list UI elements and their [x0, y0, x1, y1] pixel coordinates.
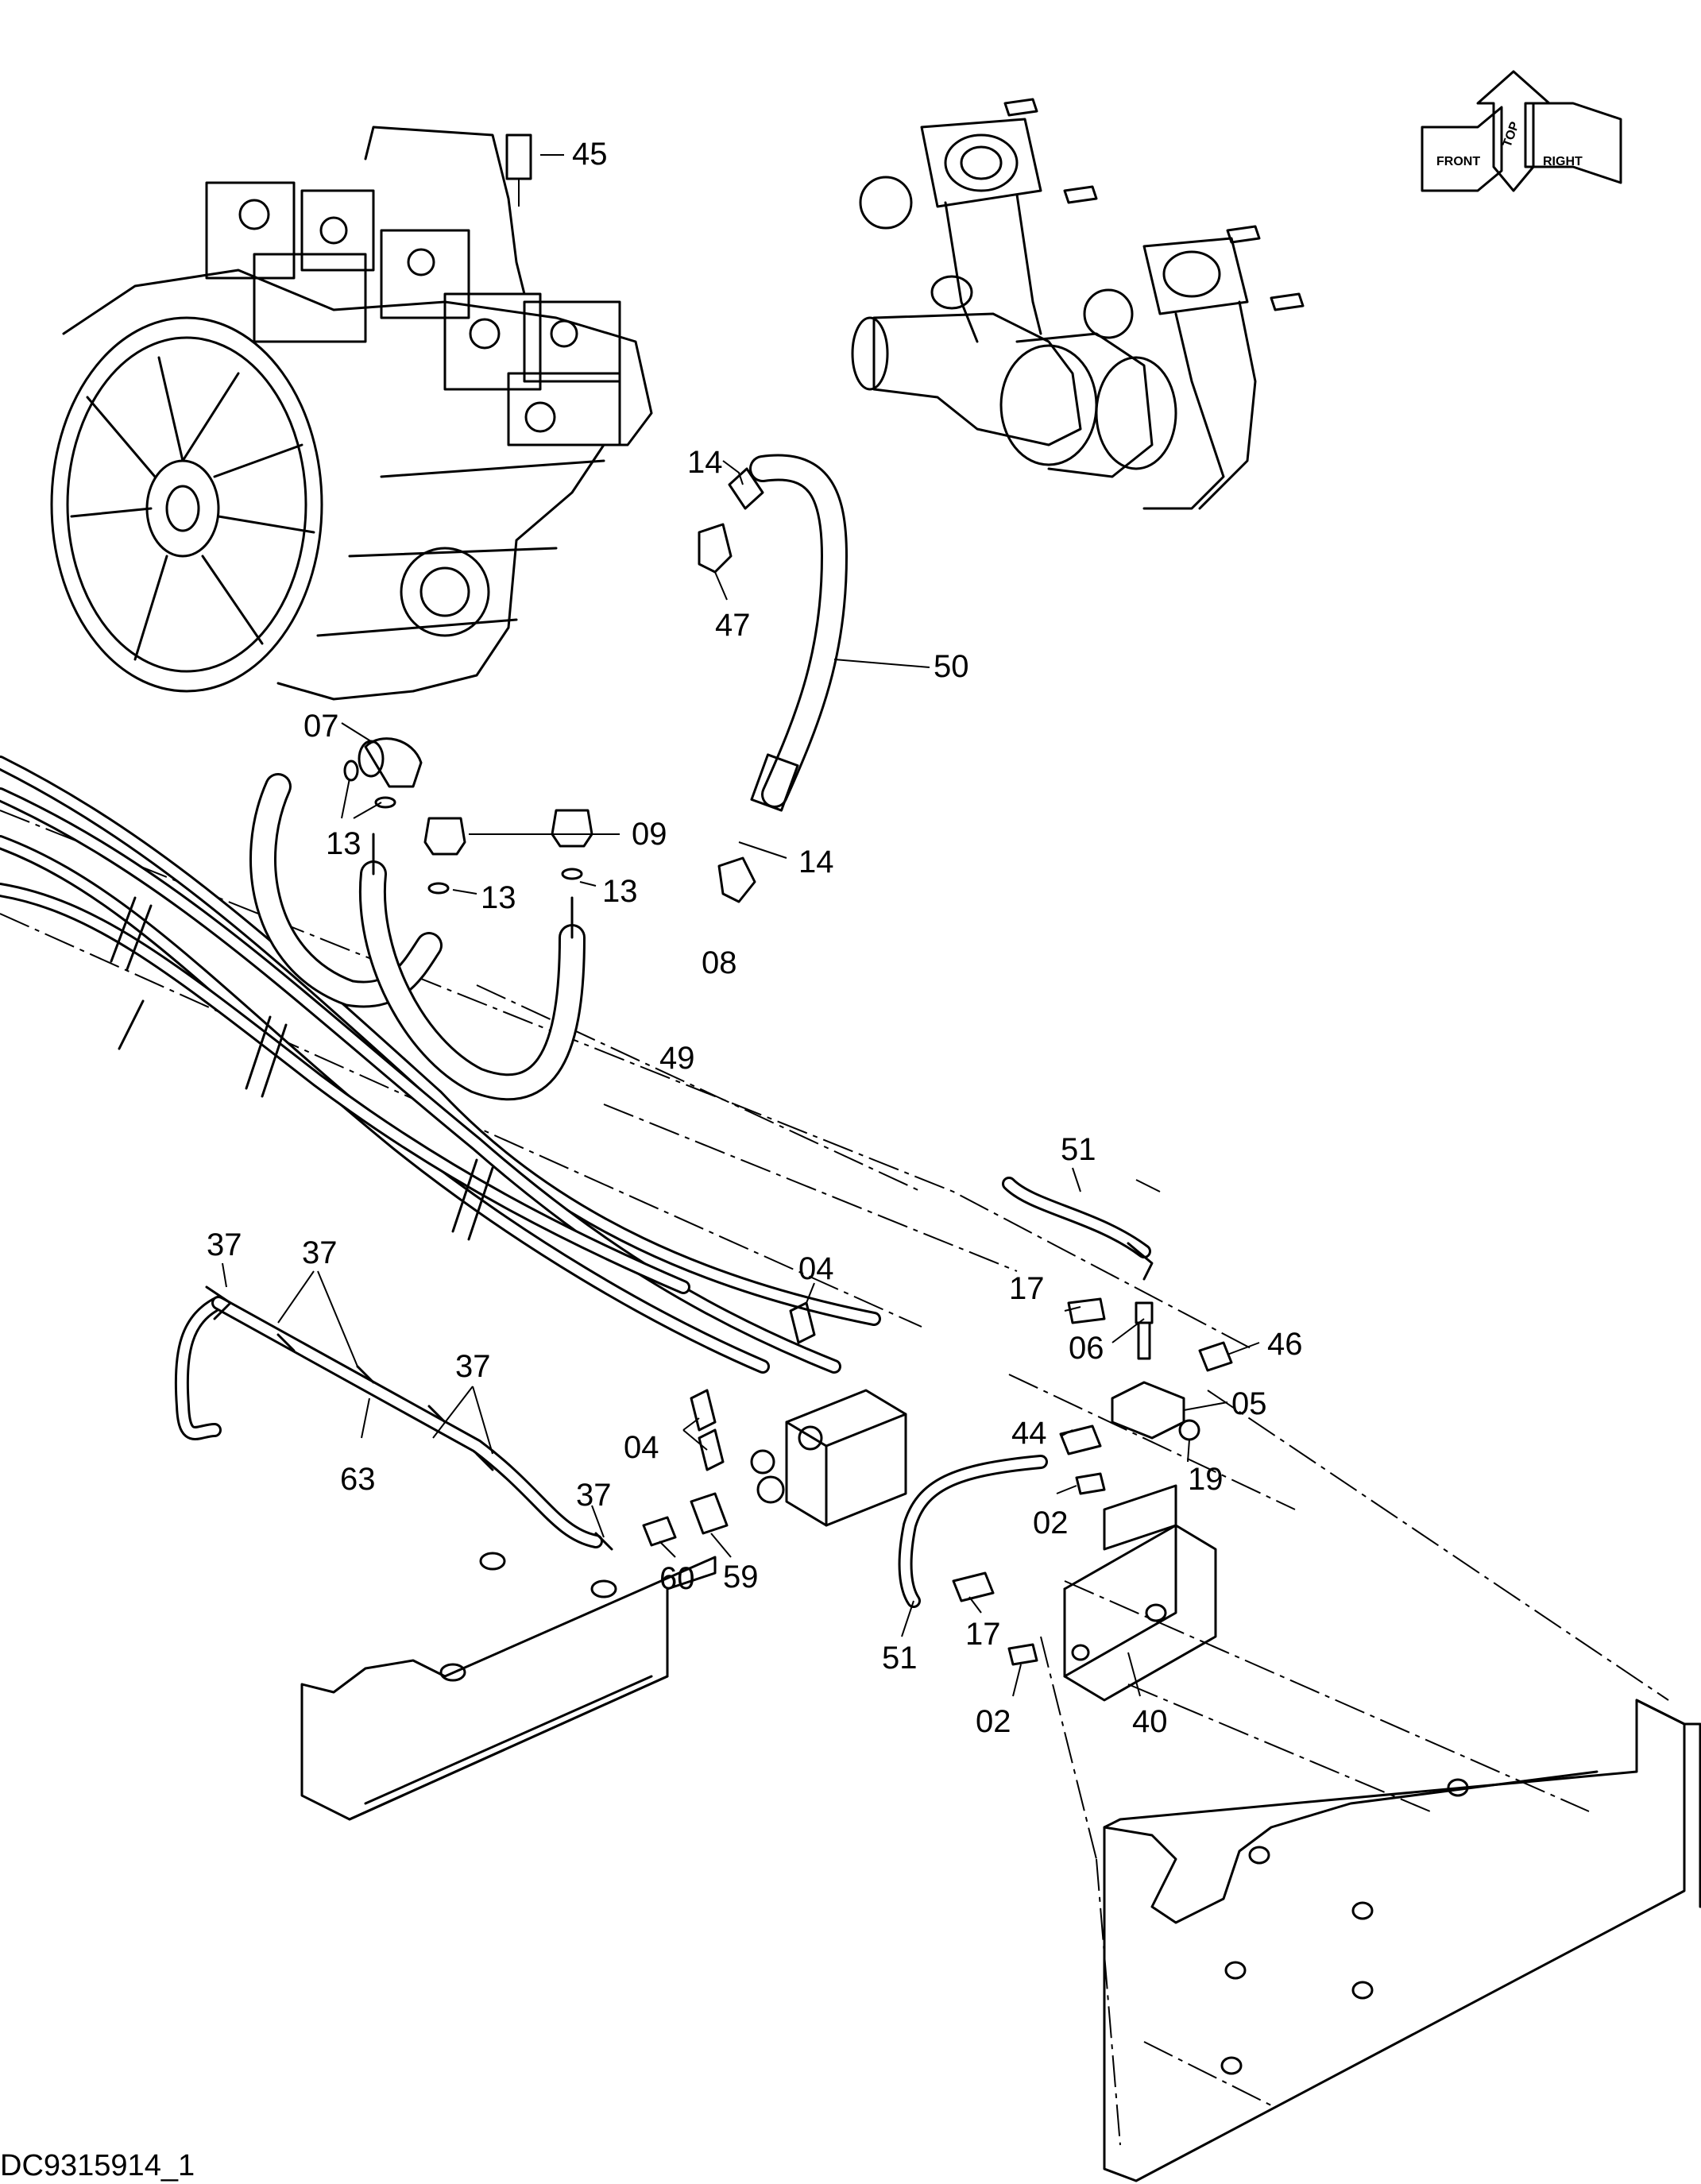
callout-60: 60	[659, 1561, 695, 1596]
orientation-indicator: FRONT TOP RIGHT	[1421, 70, 1622, 192]
callout-02: 02	[1033, 1506, 1069, 1540]
callout-47: 47	[715, 608, 751, 643]
callout-46: 46	[1267, 1327, 1303, 1362]
callout-49: 49	[659, 1041, 695, 1076]
hose-51-lower	[898, 1455, 1048, 1608]
callout-13: 13	[602, 874, 638, 909]
callout-13: 13	[326, 826, 361, 861]
right-label: RIGHT	[1543, 155, 1583, 168]
callout-17: 17	[1009, 1271, 1045, 1306]
callout-37: 37	[576, 1478, 612, 1513]
callout-14: 14	[687, 445, 723, 480]
selector-valve	[750, 1389, 907, 1527]
callout-13: 13	[481, 880, 516, 915]
callout-51: 51	[882, 1641, 918, 1676]
callout-51: 51	[1061, 1132, 1096, 1167]
callout-05: 05	[1231, 1386, 1267, 1421]
hose-49	[249, 773, 586, 1101]
callout-40: 40	[1132, 1704, 1168, 1739]
suction-pipe-assembly	[851, 98, 1305, 510]
hose-50	[749, 454, 849, 812]
fittings	[343, 133, 1233, 1666]
callout-06: 06	[1069, 1331, 1104, 1366]
leader-lines	[222, 154, 1260, 1697]
front-label: FRONT	[1436, 155, 1480, 168]
callout-50: 50	[934, 649, 969, 684]
harness-63	[174, 1285, 613, 1551]
frame-rails	[0, 810, 1701, 2182]
callout-44: 44	[1011, 1416, 1047, 1451]
hose-51-upper	[1002, 1177, 1154, 1281]
callout-45: 45	[572, 137, 608, 172]
callout-labels: 45 14 47 50 07 13 09 13 13 14 08 49 51 3…	[207, 137, 1303, 1739]
hose-bundle	[0, 756, 881, 1374]
callout-08: 08	[702, 945, 737, 980]
callout-17: 17	[965, 1617, 1001, 1652]
callout-37: 37	[455, 1349, 491, 1384]
callout-63: 63	[340, 1462, 376, 1497]
callout-09: 09	[632, 817, 667, 852]
callout-04: 04	[798, 1251, 834, 1286]
callout-59: 59	[723, 1560, 759, 1595]
callout-37: 37	[302, 1235, 338, 1270]
hydraulic-pump-assembly	[50, 126, 653, 701]
callout-04: 04	[624, 1430, 659, 1465]
callout-14: 14	[798, 845, 834, 879]
callout-37: 37	[207, 1227, 242, 1262]
callout-02: 02	[976, 1704, 1011, 1739]
callout-07: 07	[303, 709, 339, 744]
drawing-id: DC9315914_1	[0, 2149, 195, 2182]
callout-19: 19	[1188, 1462, 1224, 1497]
top-label: TOP	[1501, 120, 1522, 149]
bracket-40	[1063, 1484, 1217, 1702]
